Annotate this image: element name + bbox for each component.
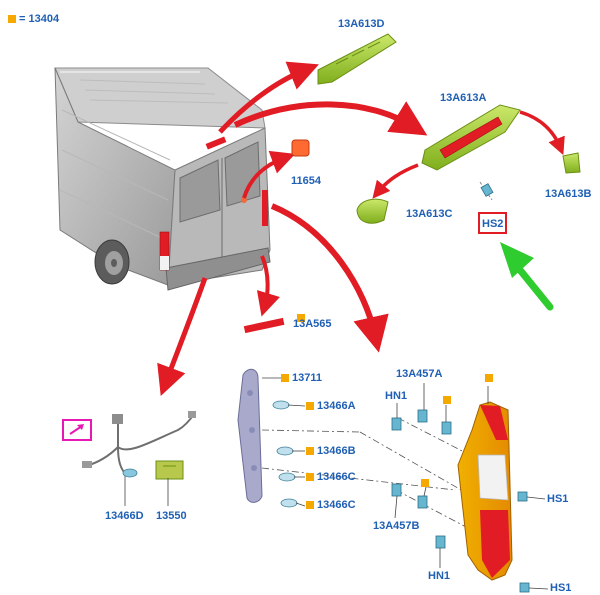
part-13A613C (356, 198, 389, 224)
label-HN1-top: HN1 (385, 390, 408, 402)
label-13466C-1: 13466C (306, 471, 356, 483)
connector-arrow-icon (69, 424, 84, 435)
green-pointer-arrow (500, 242, 554, 311)
label-HS1-top: HS1 (547, 493, 569, 505)
arrow-to-harness (157, 277, 208, 397)
arrow-to-13A613D (218, 61, 319, 134)
bulbs-13466 (272, 400, 298, 508)
part-13A613D (317, 33, 397, 85)
bulb-socket-13466D (122, 468, 138, 478)
label-13A457A: 13A457A (396, 368, 443, 380)
label-13A613B: 13A613B (545, 188, 592, 200)
arrow-to-13A613A (233, 101, 428, 136)
assembly-lines (261, 417, 471, 529)
label-13466B: 13466B (306, 445, 356, 457)
label-HS1-bottom: HS1 (550, 582, 572, 594)
arrow-to-13A613B (519, 110, 565, 156)
label-13711: 13711 (281, 372, 322, 384)
screws-HS1 (517, 491, 549, 593)
legend-orange-square (8, 15, 16, 23)
hs2-highlight-box: HS2 (478, 212, 508, 234)
label-13A565: 13A565 (293, 318, 332, 330)
harness-connector (112, 414, 123, 424)
red-callout-arrows (157, 61, 565, 397)
tail-lamp-assembly (457, 401, 513, 581)
arrow-to-13A565 (256, 255, 280, 317)
connector-highlight-box (62, 419, 92, 441)
leader-lines-right (394, 383, 489, 568)
label-HN1-bottom: HN1 (428, 570, 451, 582)
label-13A457B: 13A457B (373, 520, 420, 532)
legend: = 13404 (8, 13, 59, 25)
arrow-to-13A613C (372, 163, 419, 199)
fasteners-HN1-13A457 (391, 409, 452, 549)
part-13A613A (421, 104, 521, 171)
orange-marker-squares (297, 314, 493, 487)
arrow-to-tail-lamp (270, 203, 389, 353)
label-HS2: HS2 (482, 218, 504, 230)
part-13A613B (562, 152, 581, 174)
part-13711-plate (237, 368, 263, 503)
arrow-to-11654 (242, 150, 296, 199)
label-11654: 11654 (291, 175, 321, 187)
label-13466A: 13466A (306, 400, 356, 412)
label-13A613C: 13A613C (406, 208, 453, 220)
harness-clip (82, 461, 92, 468)
screw-HS2 (479, 181, 494, 201)
harness-end-connector (188, 411, 196, 418)
label-13A613A: 13A613A (440, 92, 487, 104)
legend-text: = 13404 (19, 13, 60, 25)
label-13466C-2: 13466C (306, 499, 356, 511)
label-13550: 13550 (156, 510, 187, 522)
van-illustration (54, 67, 271, 291)
leader-lines-center (262, 377, 306, 507)
label-13A613D: 13A613D (338, 18, 385, 30)
part-11654 (291, 139, 310, 157)
label-13466D: 13466D (105, 510, 144, 522)
part-13A565 (243, 317, 285, 334)
part-13550-connector (155, 460, 184, 480)
